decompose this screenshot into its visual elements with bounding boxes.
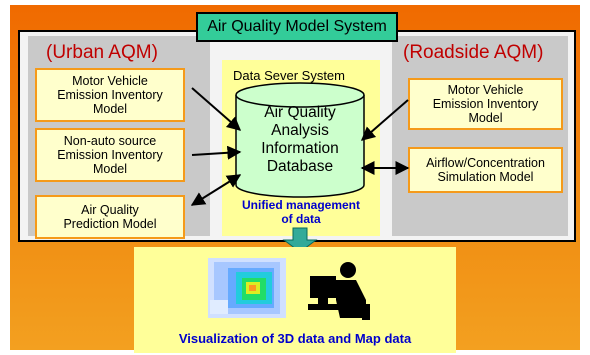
arrow-urban-motor-to-db <box>191 87 242 131</box>
unified-management-note: Unified management of data <box>241 198 361 226</box>
arrow-roadside-motor-to-db <box>360 99 409 141</box>
computer-user-icon <box>308 262 370 320</box>
database-label: Air Quality Analysis Information Databas… <box>261 104 339 175</box>
arrow-prediction-db <box>190 174 242 206</box>
roadside-heading: (Roadside AQM) <box>403 42 544 63</box>
arrow-nonauto-to-db <box>191 145 242 160</box>
visualization-panel <box>134 247 456 353</box>
roadside-panel <box>392 36 568 236</box>
urban-prediction-box: Air Quality Prediction Model <box>35 195 185 239</box>
data-server-title: Data Sever System <box>233 68 345 83</box>
urban-nonauto-box: Non-auto source Emission Inventory Model <box>35 128 185 182</box>
urban-heading: (Urban AQM) <box>46 42 158 63</box>
heatmap-map-icon <box>208 258 286 318</box>
visualization-caption: Visualization of 3D data and Map data <box>178 331 412 346</box>
system-title: Air Quality Model System <box>196 12 398 42</box>
roadside-motor-vehicle-box: Motor Vehicle Emission Inventory Model <box>408 78 563 130</box>
urban-motor-vehicle-box: Motor Vehicle Emission Inventory Model <box>35 68 185 122</box>
down-arrow <box>282 227 318 253</box>
roadside-airflow-box: Airflow/Concentration Simulation Model <box>408 147 563 193</box>
